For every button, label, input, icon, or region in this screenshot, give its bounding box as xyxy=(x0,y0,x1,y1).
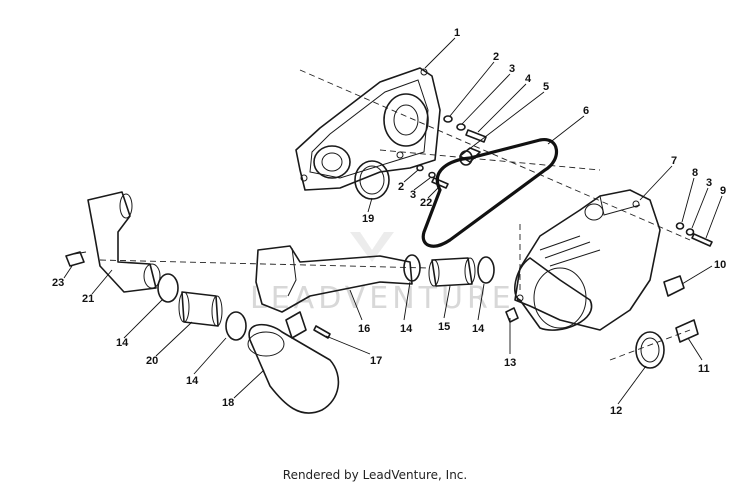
part-plate-11 xyxy=(675,319,699,343)
callout-21: 21 xyxy=(82,293,94,305)
part-drive-belt-6 xyxy=(421,138,559,248)
callout-11: 11 xyxy=(698,363,710,375)
callout-5: 5 xyxy=(543,81,549,93)
part-clamp-14a xyxy=(403,254,421,282)
part-inlet-duct-21 xyxy=(87,191,161,293)
callout-16: 16 xyxy=(358,323,370,335)
callout-14-left: 14 xyxy=(116,337,129,349)
part-gasket-12 xyxy=(635,331,665,369)
callout-17: 17 xyxy=(370,355,382,367)
part-coupler-15 xyxy=(428,257,476,287)
part-clamp-14c xyxy=(157,273,179,303)
part-main-duct-16 xyxy=(255,245,413,339)
callout-15: 15 xyxy=(438,321,450,333)
part-clamp-14b xyxy=(477,256,495,284)
leader-lines xyxy=(63,37,723,405)
callout-14-right: 14 xyxy=(472,323,485,335)
footer-credit: Rendered by LeadVenture, Inc. xyxy=(282,468,468,482)
callout-6: 6 xyxy=(583,105,589,117)
part-washers-bolt-right xyxy=(675,222,713,247)
callout-7: 7 xyxy=(671,155,677,167)
part-clip-10 xyxy=(663,275,685,297)
watermark-text: LEADVENTURE xyxy=(250,281,515,316)
callout-3: 3 xyxy=(509,63,515,75)
assembly-axis-lines xyxy=(99,69,691,361)
callout-labels: 1 2 3 4 5 6 7 8 3 9 10 11 12 13 14 15 14… xyxy=(52,27,726,417)
callout-14-mid: 14 xyxy=(400,323,413,335)
part-tube-20 xyxy=(178,291,223,327)
callout-14-lower: 14 xyxy=(186,375,199,387)
callout-3-lower: 3 xyxy=(410,189,416,201)
part-seal-19 xyxy=(354,160,390,200)
part-clutch-cover-7 xyxy=(514,189,661,331)
callout-4: 4 xyxy=(525,73,532,85)
callout-2-lower: 2 xyxy=(398,181,404,193)
part-bolt-23 xyxy=(65,251,87,267)
callout-8: 8 xyxy=(692,167,698,179)
callout-9: 9 xyxy=(720,185,726,197)
part-washers-bolt-lower xyxy=(416,164,449,189)
callout-22: 22 xyxy=(420,197,432,209)
callout-12: 12 xyxy=(610,405,622,417)
callout-20: 20 xyxy=(146,355,158,367)
callout-2: 2 xyxy=(493,51,499,63)
part-rear-cover-plate xyxy=(295,67,441,191)
callout-13: 13 xyxy=(504,357,516,369)
part-clamp-14d xyxy=(225,311,247,341)
callout-18: 18 xyxy=(222,397,234,409)
callout-3-right: 3 xyxy=(706,177,712,189)
watermark-logo xyxy=(350,232,394,262)
part-washers-bolt-upper xyxy=(443,115,487,143)
callout-10: 10 xyxy=(714,259,726,271)
callout-23: 23 xyxy=(52,277,64,289)
part-fastener-13 xyxy=(505,307,519,323)
callout-1: 1 xyxy=(454,27,460,39)
part-screw-17 xyxy=(313,325,331,339)
part-intake-boot-18 xyxy=(247,323,340,414)
callout-19: 19 xyxy=(362,213,374,225)
